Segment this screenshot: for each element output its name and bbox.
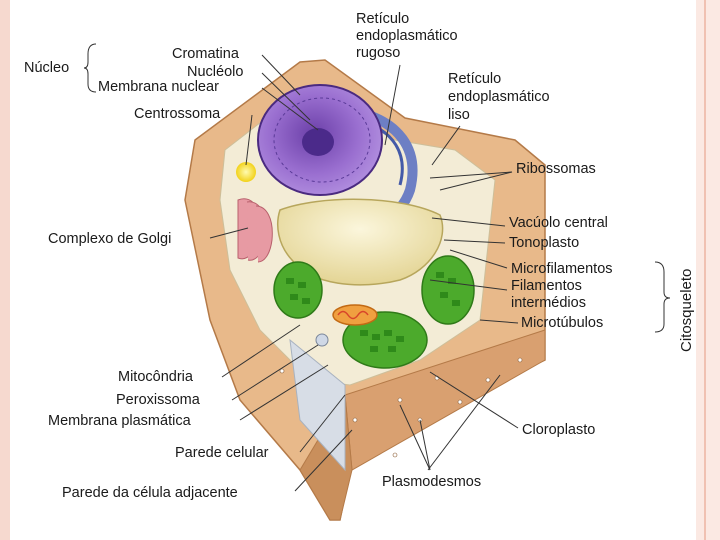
- label-filamentos-line2: intermédios: [511, 295, 586, 311]
- label-reticulo-rugoso-line2: endoplasmático: [356, 28, 458, 44]
- label-reticulo-liso-line3: liso: [448, 107, 470, 123]
- label-plasmodesmos: Plasmodesmos: [382, 474, 482, 490]
- label-reticulo-liso-line2: endoplasmático: [448, 89, 550, 105]
- label-vacuolo-central: Vacúolo central: [509, 215, 608, 231]
- nucleolus-shape: [302, 128, 334, 156]
- label-parede-adjacente: Parede da célula adjacente: [62, 485, 238, 501]
- label-reticulo-liso-line1: Retículo: [448, 71, 502, 87]
- label-microtubulos: Microtúbulos: [521, 315, 604, 331]
- label-peroxissoma: Peroxissoma: [116, 392, 200, 408]
- label-ribossomas: Ribossomas: [516, 161, 596, 177]
- chloroplast-shapes: [273, 255, 475, 369]
- label-complexo-golgi: Complexo de Golgi: [48, 231, 172, 247]
- label-membrana-nuclear: Membrana nuclear: [98, 79, 219, 95]
- slide-left-border: [0, 0, 10, 540]
- label-reticulo-rugoso-line1: Retículo: [356, 11, 410, 27]
- label-parede-celular: Parede celular: [175, 445, 269, 461]
- slide-right-border: [696, 0, 720, 540]
- leader-lines: [209, 54, 519, 492]
- centrosome-shape: [236, 162, 256, 182]
- slide-right-border-line: [704, 0, 706, 540]
- label-membrana-plasmatica: Membrana plasmática: [48, 413, 191, 429]
- nucleo-bracket: [83, 43, 97, 93]
- label-nucleo: Núcleo: [24, 60, 70, 76]
- citosqueleto-bracket: [654, 261, 671, 333]
- vacuole-shape: [277, 198, 444, 286]
- peroxisome-shape: [315, 333, 329, 347]
- label-cromatina: Cromatina: [172, 46, 239, 62]
- label-centrossoma: Centrossoma: [134, 106, 221, 122]
- label-cloroplasto: Cloroplasto: [522, 422, 596, 438]
- plasma-membrane-shape: [289, 338, 346, 472]
- mitochondria-shape: [332, 304, 378, 326]
- label-nucleolo: Nucléolo: [187, 64, 244, 80]
- label-mitocondria: Mitocôndria: [118, 369, 193, 385]
- label-citosqueleto: Citosqueleto: [678, 268, 695, 352]
- label-tonoplasto: Tonoplasto: [509, 235, 580, 251]
- label-filamentos-line1: Filamentos: [511, 278, 582, 294]
- label-microfilamentos: Microfilamentos: [511, 261, 613, 277]
- label-reticulo-rugoso-line3: rugoso: [356, 45, 401, 61]
- golgi-shape: [237, 198, 273, 263]
